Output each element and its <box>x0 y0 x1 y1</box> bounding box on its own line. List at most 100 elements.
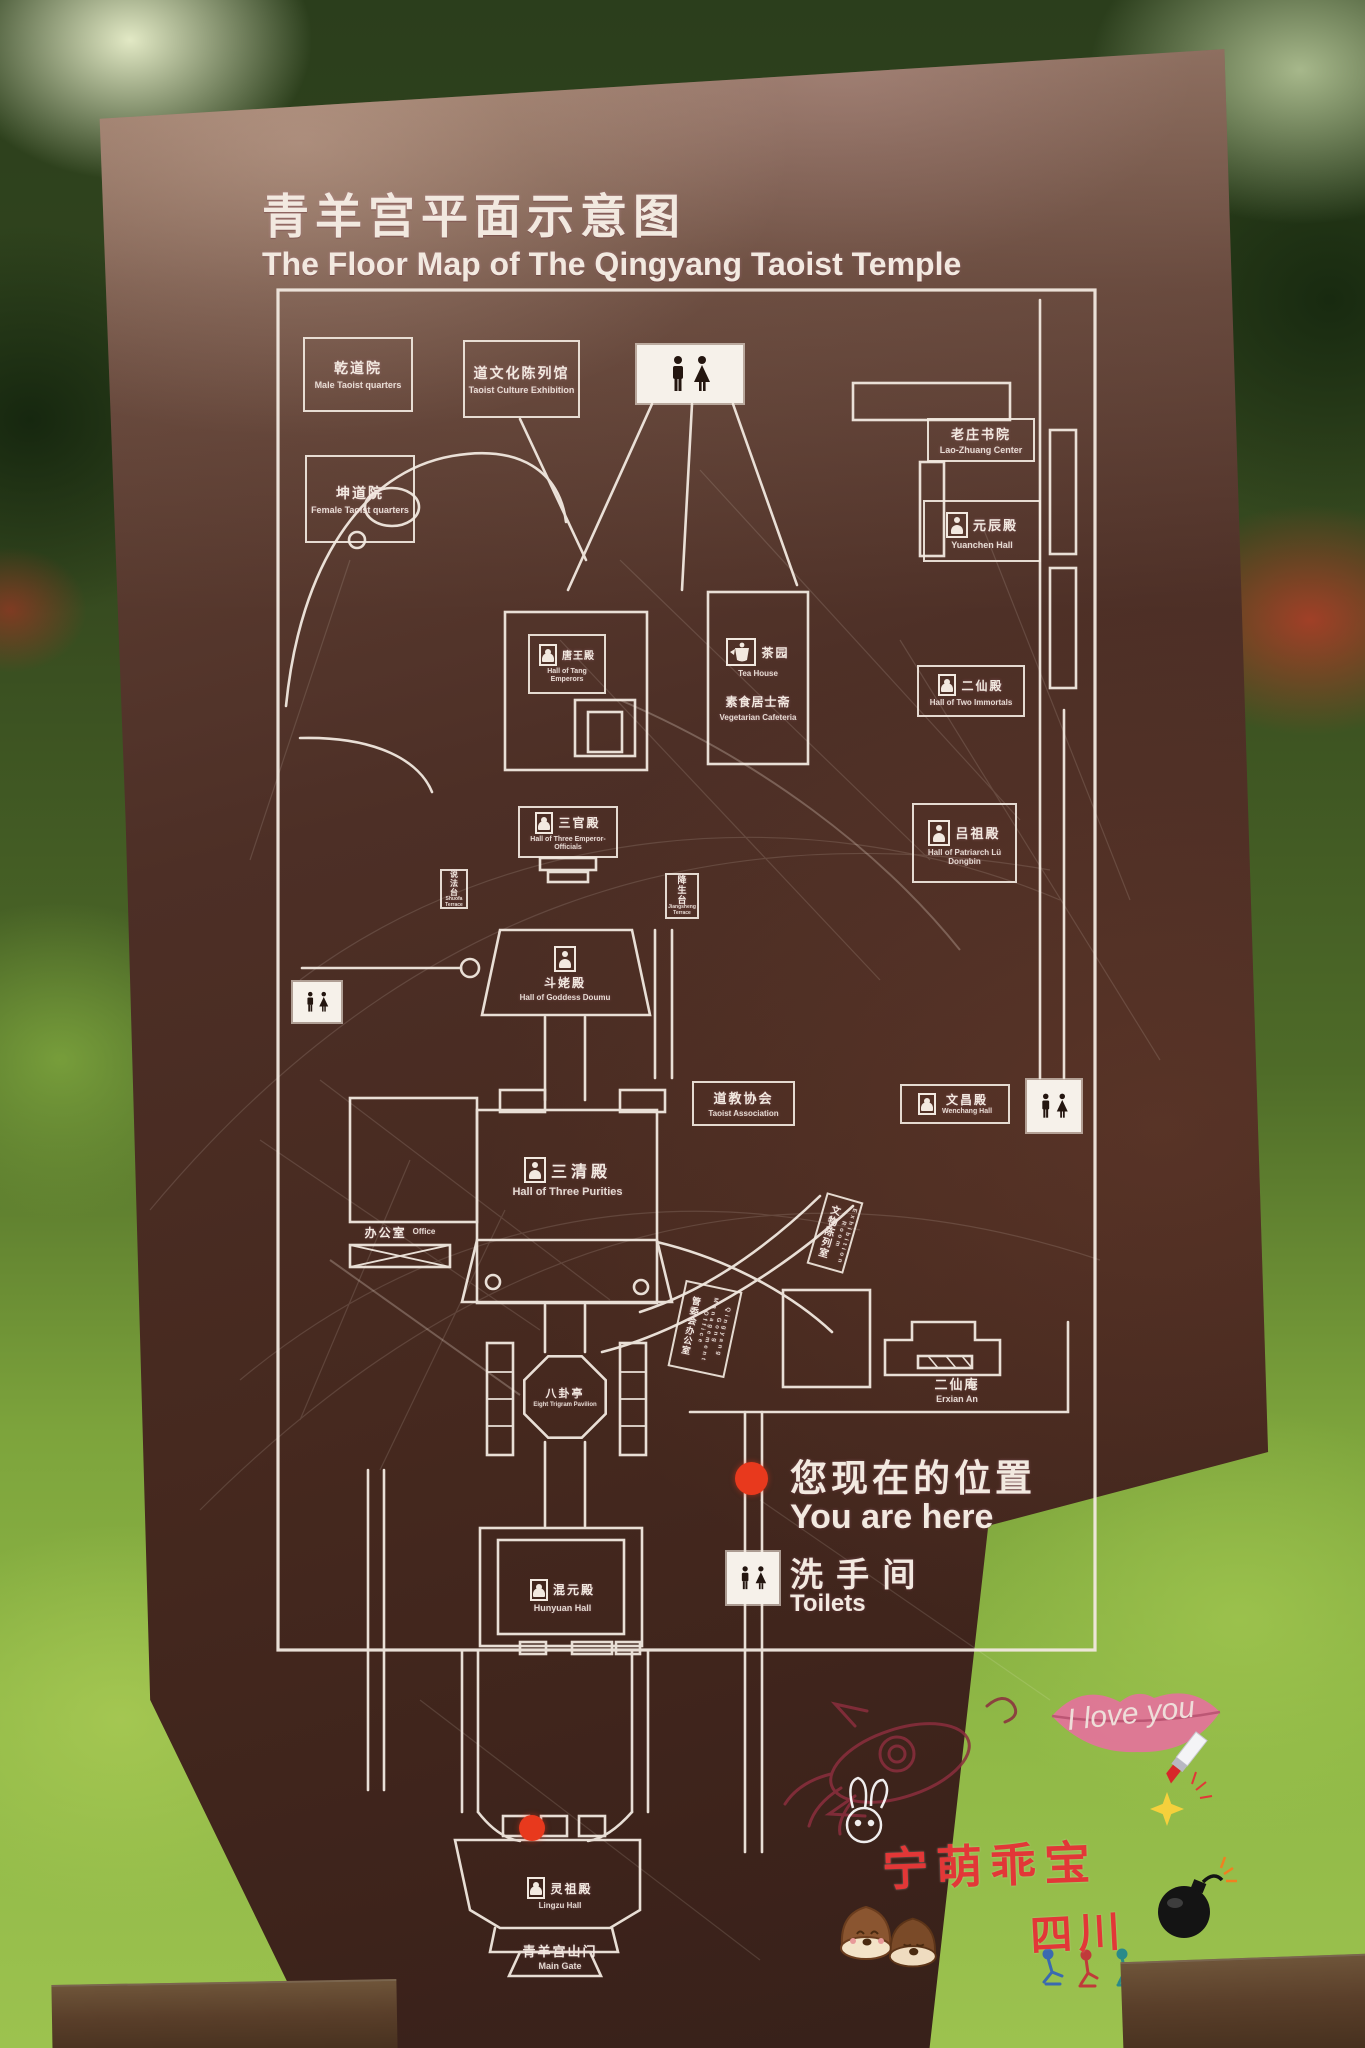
label-en: Hunyuan Hall <box>533 1602 592 1613</box>
toilet-box-west <box>293 982 341 1022</box>
teapot-icon <box>726 638 757 667</box>
label-zh: 八卦亭 <box>545 1388 585 1401</box>
label-zh: 二仙殿 <box>961 678 1004 693</box>
sign-title-en: The Floor Map of The Qingyang Taoist Tem… <box>262 246 962 282</box>
label-zh: 斗姥殿 <box>543 975 586 990</box>
building-wenchang-hall: 文昌殿 Wenchang Hall <box>900 1084 1010 1124</box>
building-bagua-pavilion: 八卦亭 Eight Trigram Pavilion <box>515 1378 615 1416</box>
label-zh: 元辰殿 <box>972 518 1018 534</box>
label-en: Wenchang Hall <box>941 1108 993 1116</box>
chestnut-doodle <box>840 1905 937 1968</box>
deity-icon <box>945 511 968 538</box>
deity-icon <box>527 1877 546 1900</box>
building-taoist-association: 道教协会 Taoist Association <box>692 1081 795 1126</box>
label-en: Yuanchen Hall <box>951 539 1013 550</box>
building-taoist-culture-exhibition: 道文化陈列馆 Taoist Culture Exhibition <box>463 340 580 418</box>
label-zh: 乾道院 <box>334 360 382 377</box>
label-zh: 降生台 <box>676 875 687 906</box>
building-laozhuang-center: 老庄书院 Lao-Zhuang Center <box>927 418 1035 462</box>
label-zh: 文昌殿 <box>945 1093 988 1108</box>
label-zh: 灵祖殿 <box>550 1881 593 1896</box>
legend-toilet-box <box>727 1552 779 1604</box>
bunny-doodle <box>845 1776 889 1844</box>
legend-toilets-zh: 洗 手 间 <box>790 1556 918 1593</box>
building-erxian-an: 二仙庵 Erxian An <box>912 1370 1002 1408</box>
label-en-vegetarian: Vegetarian Cafeteria <box>719 712 797 722</box>
label-zh: 三清殿 <box>550 1164 611 1182</box>
building-tang-hall: 唐王殿 Hall of Tang Emperors <box>528 634 606 694</box>
deity-icon <box>938 674 957 697</box>
deity-icon <box>523 1157 546 1184</box>
building-doumu-hall: 斗姥殿 Hall of Goddess Doumu <box>515 935 615 1013</box>
label-zh-vegetarian: 素食居士斋 <box>725 694 791 709</box>
deity-icon <box>917 1093 936 1115</box>
toilet-icon <box>673 356 710 391</box>
deity-icon <box>535 811 554 834</box>
building-luzu-hall: 吕祖殿 Hall of Patriarch Lü Dongbin <box>912 803 1017 883</box>
label-zh: 道文化陈列馆 <box>473 364 570 381</box>
building-female-quarters: 坤道院 Female Taoist quarters <box>305 455 415 543</box>
label-zh: 茶园 <box>761 645 790 660</box>
building-yuanchen-hall: 元辰殿 Yuanchen Hall <box>923 500 1041 562</box>
label-en: Shuofa Terrace <box>445 895 463 908</box>
label-en: Hall of Tang Emperors <box>547 667 587 683</box>
deity-icon <box>539 643 557 666</box>
lipstick-doodle <box>1166 1731 1208 1784</box>
label-en: Lao-Zhuang Center <box>939 445 1023 456</box>
building-jiangsheng-terrace: 降生台 Jiangsheng Terrace <box>665 873 699 919</box>
toilet-icon <box>1042 1093 1068 1118</box>
legend-you-are-here-zh: 您现在的位置 <box>790 1458 1036 1499</box>
legend-toilets-en: Toilets <box>790 1590 866 1617</box>
sign-title-zh: 青羊宫平面示意图 <box>262 190 686 243</box>
label-zh: 道教协会 <box>713 1091 774 1107</box>
label-en: Erxian An <box>936 1393 978 1404</box>
wooden-base-left <box>51 1978 398 2048</box>
label-zh: 吕祖殿 <box>955 826 1001 842</box>
label-zh: 青羊宫山门 <box>522 1943 598 1959</box>
building-office: 办公室 Office <box>350 1220 450 1244</box>
rocket-doodle <box>783 1697 1018 1836</box>
label-en: Eight Trigram Pavilion <box>533 1402 597 1409</box>
label-zh: 老庄书院 <box>950 427 1011 443</box>
label-en: Hall of Three Purities <box>512 1186 623 1199</box>
building-main-gate: 青羊宫山门 Main Gate <box>505 1936 615 1976</box>
toilet-icon <box>741 1566 767 1590</box>
label-zh: 说法台 <box>449 869 459 897</box>
label-en: Hall of Goddess Doumu <box>519 992 611 1002</box>
toilet-box-east <box>1027 1080 1081 1132</box>
label-en: Female Taoist quarters <box>311 504 409 515</box>
label-en: Hall of Three Emperor-Officials <box>530 835 606 851</box>
building-two-immortals-hall: 二仙殿 Hall of Two Immortals <box>917 665 1025 717</box>
deity-icon <box>928 819 951 846</box>
label-en: Taoist Culture Exhibition <box>468 384 575 395</box>
label-zh: 三官殿 <box>558 816 601 831</box>
building-tea-house: 茶园 Tea House 素食居士斋 Vegetarian Cafeteria <box>706 630 810 730</box>
label-en: Hall of Two Immortals <box>929 698 1013 708</box>
label-zh: 二仙庵 <box>934 1376 980 1392</box>
wooden-base-right <box>1120 1953 1365 2048</box>
label-en: Tea House <box>738 669 778 679</box>
building-three-officials-hall: 三官殿 Hall of Three Emperor-Officials <box>518 806 618 858</box>
deity-icon <box>529 1578 548 1601</box>
sparkle-doodle <box>1150 1771 1213 1826</box>
label-en: Main Gate <box>538 1960 582 1971</box>
building-hunyuan-hall: 混元殿 Hunyuan Hall <box>505 1572 620 1620</box>
label-en: Office <box>412 1227 436 1237</box>
label-zh: 唐王殿 <box>562 651 595 663</box>
legend-you-are-here-en: You are here <box>790 1498 994 1536</box>
deity-icon <box>554 945 576 972</box>
watermark-name: 宁萌乖宝 <box>881 1836 1099 1896</box>
building-shuofa-terrace: 说法台 Shuofa Terrace <box>440 869 468 909</box>
label-en: Jiangsheng Terrace <box>668 904 696 916</box>
label-zh: 坤道院 <box>336 484 384 501</box>
lips-doodle: I love you <box>1051 1691 1221 1753</box>
label-en: Male Taoist quarters <box>314 380 402 391</box>
label-en: Lingzu Hall <box>538 1901 582 1911</box>
toilet-icon <box>307 991 329 1012</box>
toilet-box-north <box>637 345 743 403</box>
bomb-doodle <box>1158 1856 1237 1938</box>
watermark-region: 四川 <box>1028 1907 1128 1960</box>
